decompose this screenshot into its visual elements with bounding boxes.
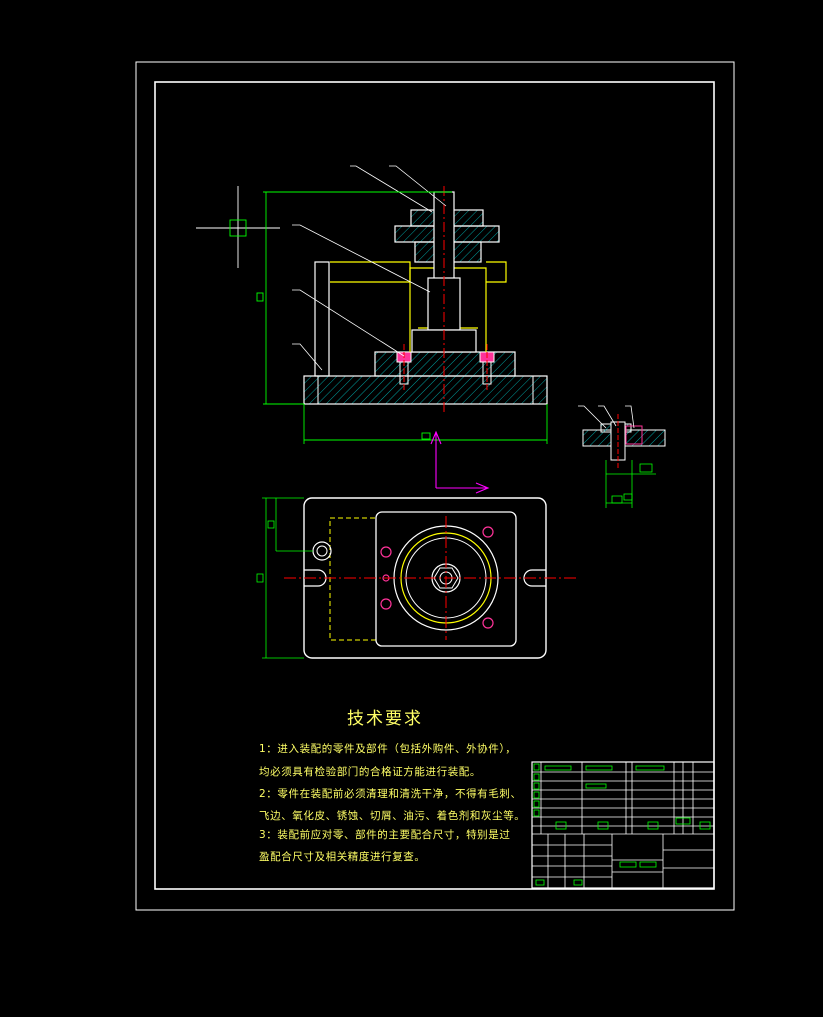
tech-requirement-line-5: 3：装配前应对零、部件的主要配合尺寸，特别是过 [259, 829, 511, 841]
tech-requirement-line-1: 1：进入装配的零件及部件（包括外购件、外协件）， [259, 743, 517, 755]
support-column [314, 261, 330, 377]
top-plan-view [256, 497, 578, 659]
tech-requirements-title: 技术要求 [347, 709, 423, 729]
base-plate [303, 375, 548, 405]
tech-requirement-line-2: 均必须具有检验部门的合格证方能进行装配。 [259, 766, 481, 778]
detail-view [578, 405, 666, 508]
sheet-frame [135, 61, 735, 911]
tech-requirement-line-3: 2：零件在装配前必须清理和清洗干净，不得有毛刺、 [259, 788, 522, 800]
tech-requirement-line-6: 盈配合尺寸及相关精度进行复查。 [259, 851, 426, 863]
title-block [531, 761, 715, 889]
front-view-dimensions [256, 191, 548, 444]
tech-requirement-line-4: 飞边、氧化皮、锈蚀、切屑、油污、着色剂和灰尘等。 [259, 810, 526, 822]
upper-plate-outline [375, 511, 517, 647]
front-section-view [196, 165, 548, 412]
ucs-axis-icon [430, 430, 490, 494]
